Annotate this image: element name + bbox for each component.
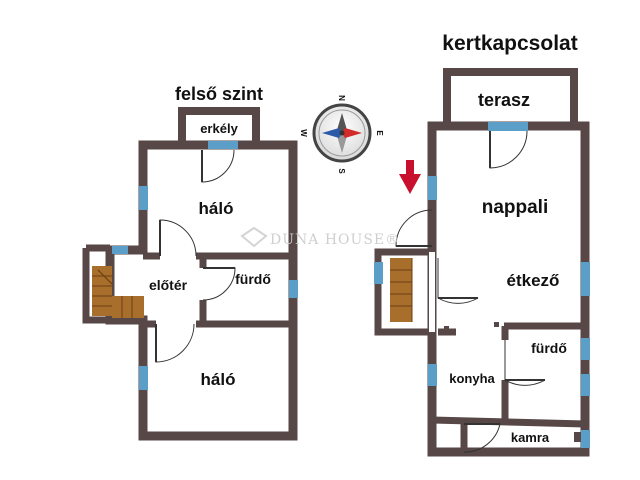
room-label-hall: előtér (149, 277, 188, 293)
terrace-wall (443, 68, 578, 124)
compass-icon: N S E W (299, 95, 384, 174)
door-swing-icon (395, 130, 546, 453)
balcony-wall (178, 107, 260, 145)
room-label-living: nappali (482, 197, 549, 218)
staircase-icon (390, 258, 413, 322)
room-label-bedroom-top: háló (199, 199, 234, 218)
upper-floor-title: felső szint (175, 84, 263, 104)
window-icon (374, 122, 590, 448)
compass-north: N (337, 95, 346, 101)
room-label-bedroom-bottom: háló (201, 370, 236, 389)
compass-south: S (337, 168, 346, 174)
entrance-arrow-icon (399, 160, 421, 194)
room-label-kitchen: konyha (449, 371, 495, 386)
room-label-balcony: erkély (200, 121, 238, 136)
garden-floor-plan (374, 68, 590, 457)
staircase-icon (92, 266, 144, 318)
garden-outer-wall (427, 121, 590, 457)
upper-stair-wall (82, 244, 110, 324)
upper-outer-wall (105, 140, 298, 441)
watermark: DUNA HOUSE® (240, 226, 400, 248)
door-swing-icon (155, 149, 236, 363)
compass-west: W (299, 129, 308, 137)
room-label-terrace: terasz (478, 90, 530, 110)
room-label-pantry: kamra (511, 430, 550, 445)
garden-title: kertkapcsolat (442, 32, 577, 55)
compass-east: E (375, 130, 384, 136)
room-label-bath-upper: fürdő (235, 271, 271, 287)
room-label-dining: étkező (507, 271, 560, 290)
watermark-text: DUNA HOUSE® (270, 232, 400, 248)
window-icon (112, 141, 298, 390)
upper-floor-plan (82, 107, 298, 441)
room-label-bath-lower: fürdő (531, 340, 567, 356)
